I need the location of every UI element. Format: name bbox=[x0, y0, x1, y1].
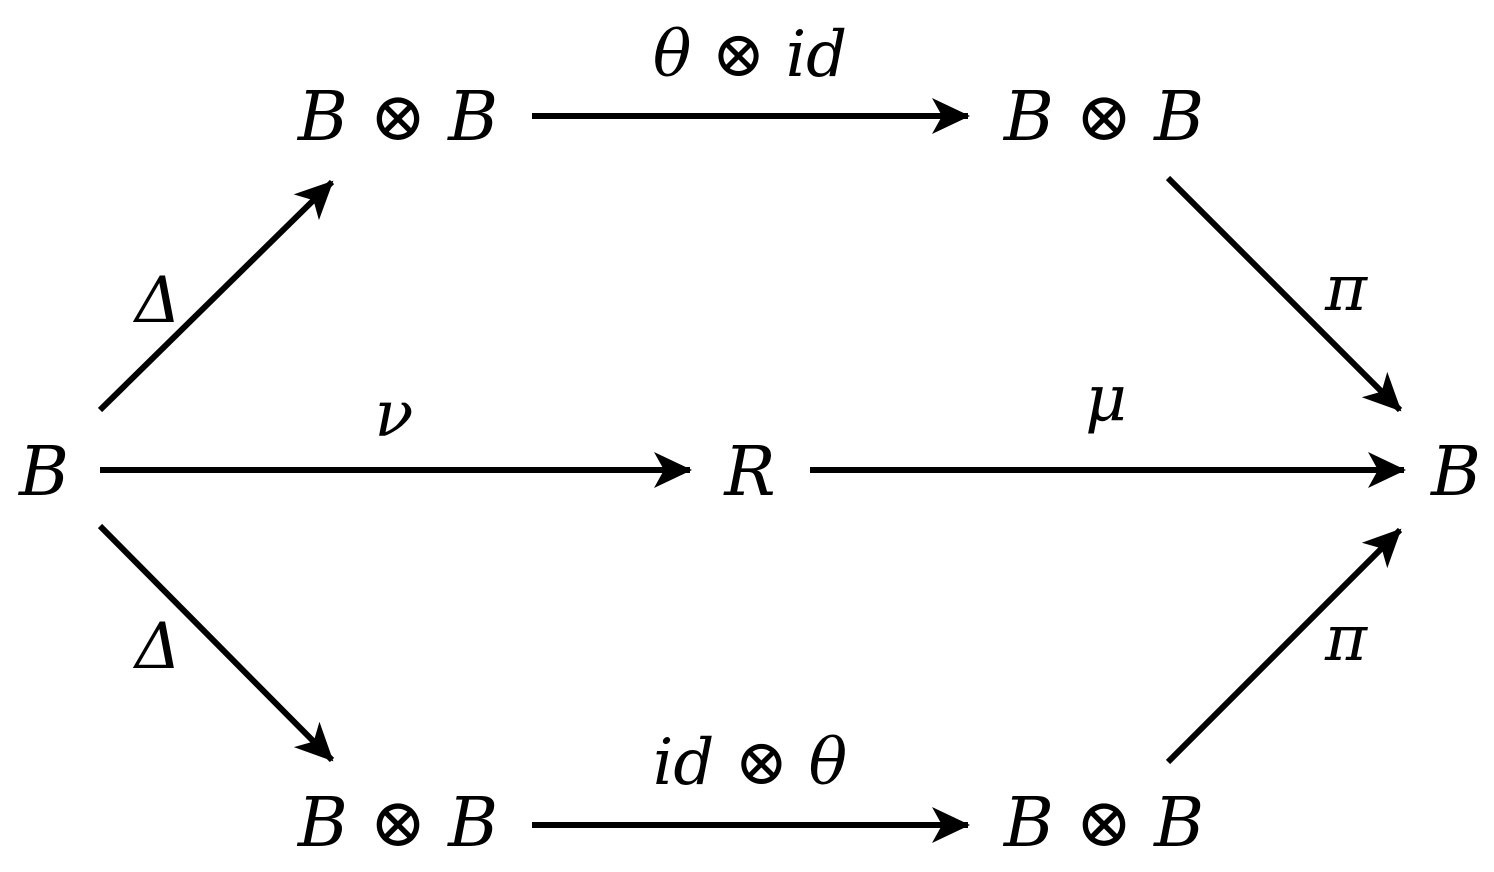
node-target: B bbox=[1429, 433, 1481, 512]
node-bottom-right: B ⊗ B bbox=[1002, 784, 1204, 863]
node-top-right: B ⊗ B bbox=[1002, 78, 1204, 157]
label-nu: ν bbox=[375, 378, 414, 452]
label-id-theta: id ⊗ θ bbox=[653, 726, 847, 800]
node-source: B bbox=[17, 433, 69, 512]
node-middle: R bbox=[722, 433, 775, 512]
arrow-pi-bottom bbox=[1165, 527, 1403, 765]
arrow-delta-bottom bbox=[97, 523, 335, 763]
label-delta-bottom: Δ bbox=[132, 610, 181, 684]
label-mu: μ bbox=[1085, 362, 1127, 436]
label-pi-bottom: π bbox=[1324, 602, 1368, 676]
arrow-pi-top bbox=[1165, 175, 1403, 413]
label-delta-top: Δ bbox=[132, 264, 181, 338]
node-top-left: B ⊗ B bbox=[296, 78, 498, 157]
label-theta-id: θ ⊗ id bbox=[653, 18, 847, 92]
label-pi-top: π bbox=[1324, 252, 1368, 326]
node-bottom-left: B ⊗ B bbox=[296, 784, 498, 863]
arrow-delta-top bbox=[97, 179, 335, 413]
